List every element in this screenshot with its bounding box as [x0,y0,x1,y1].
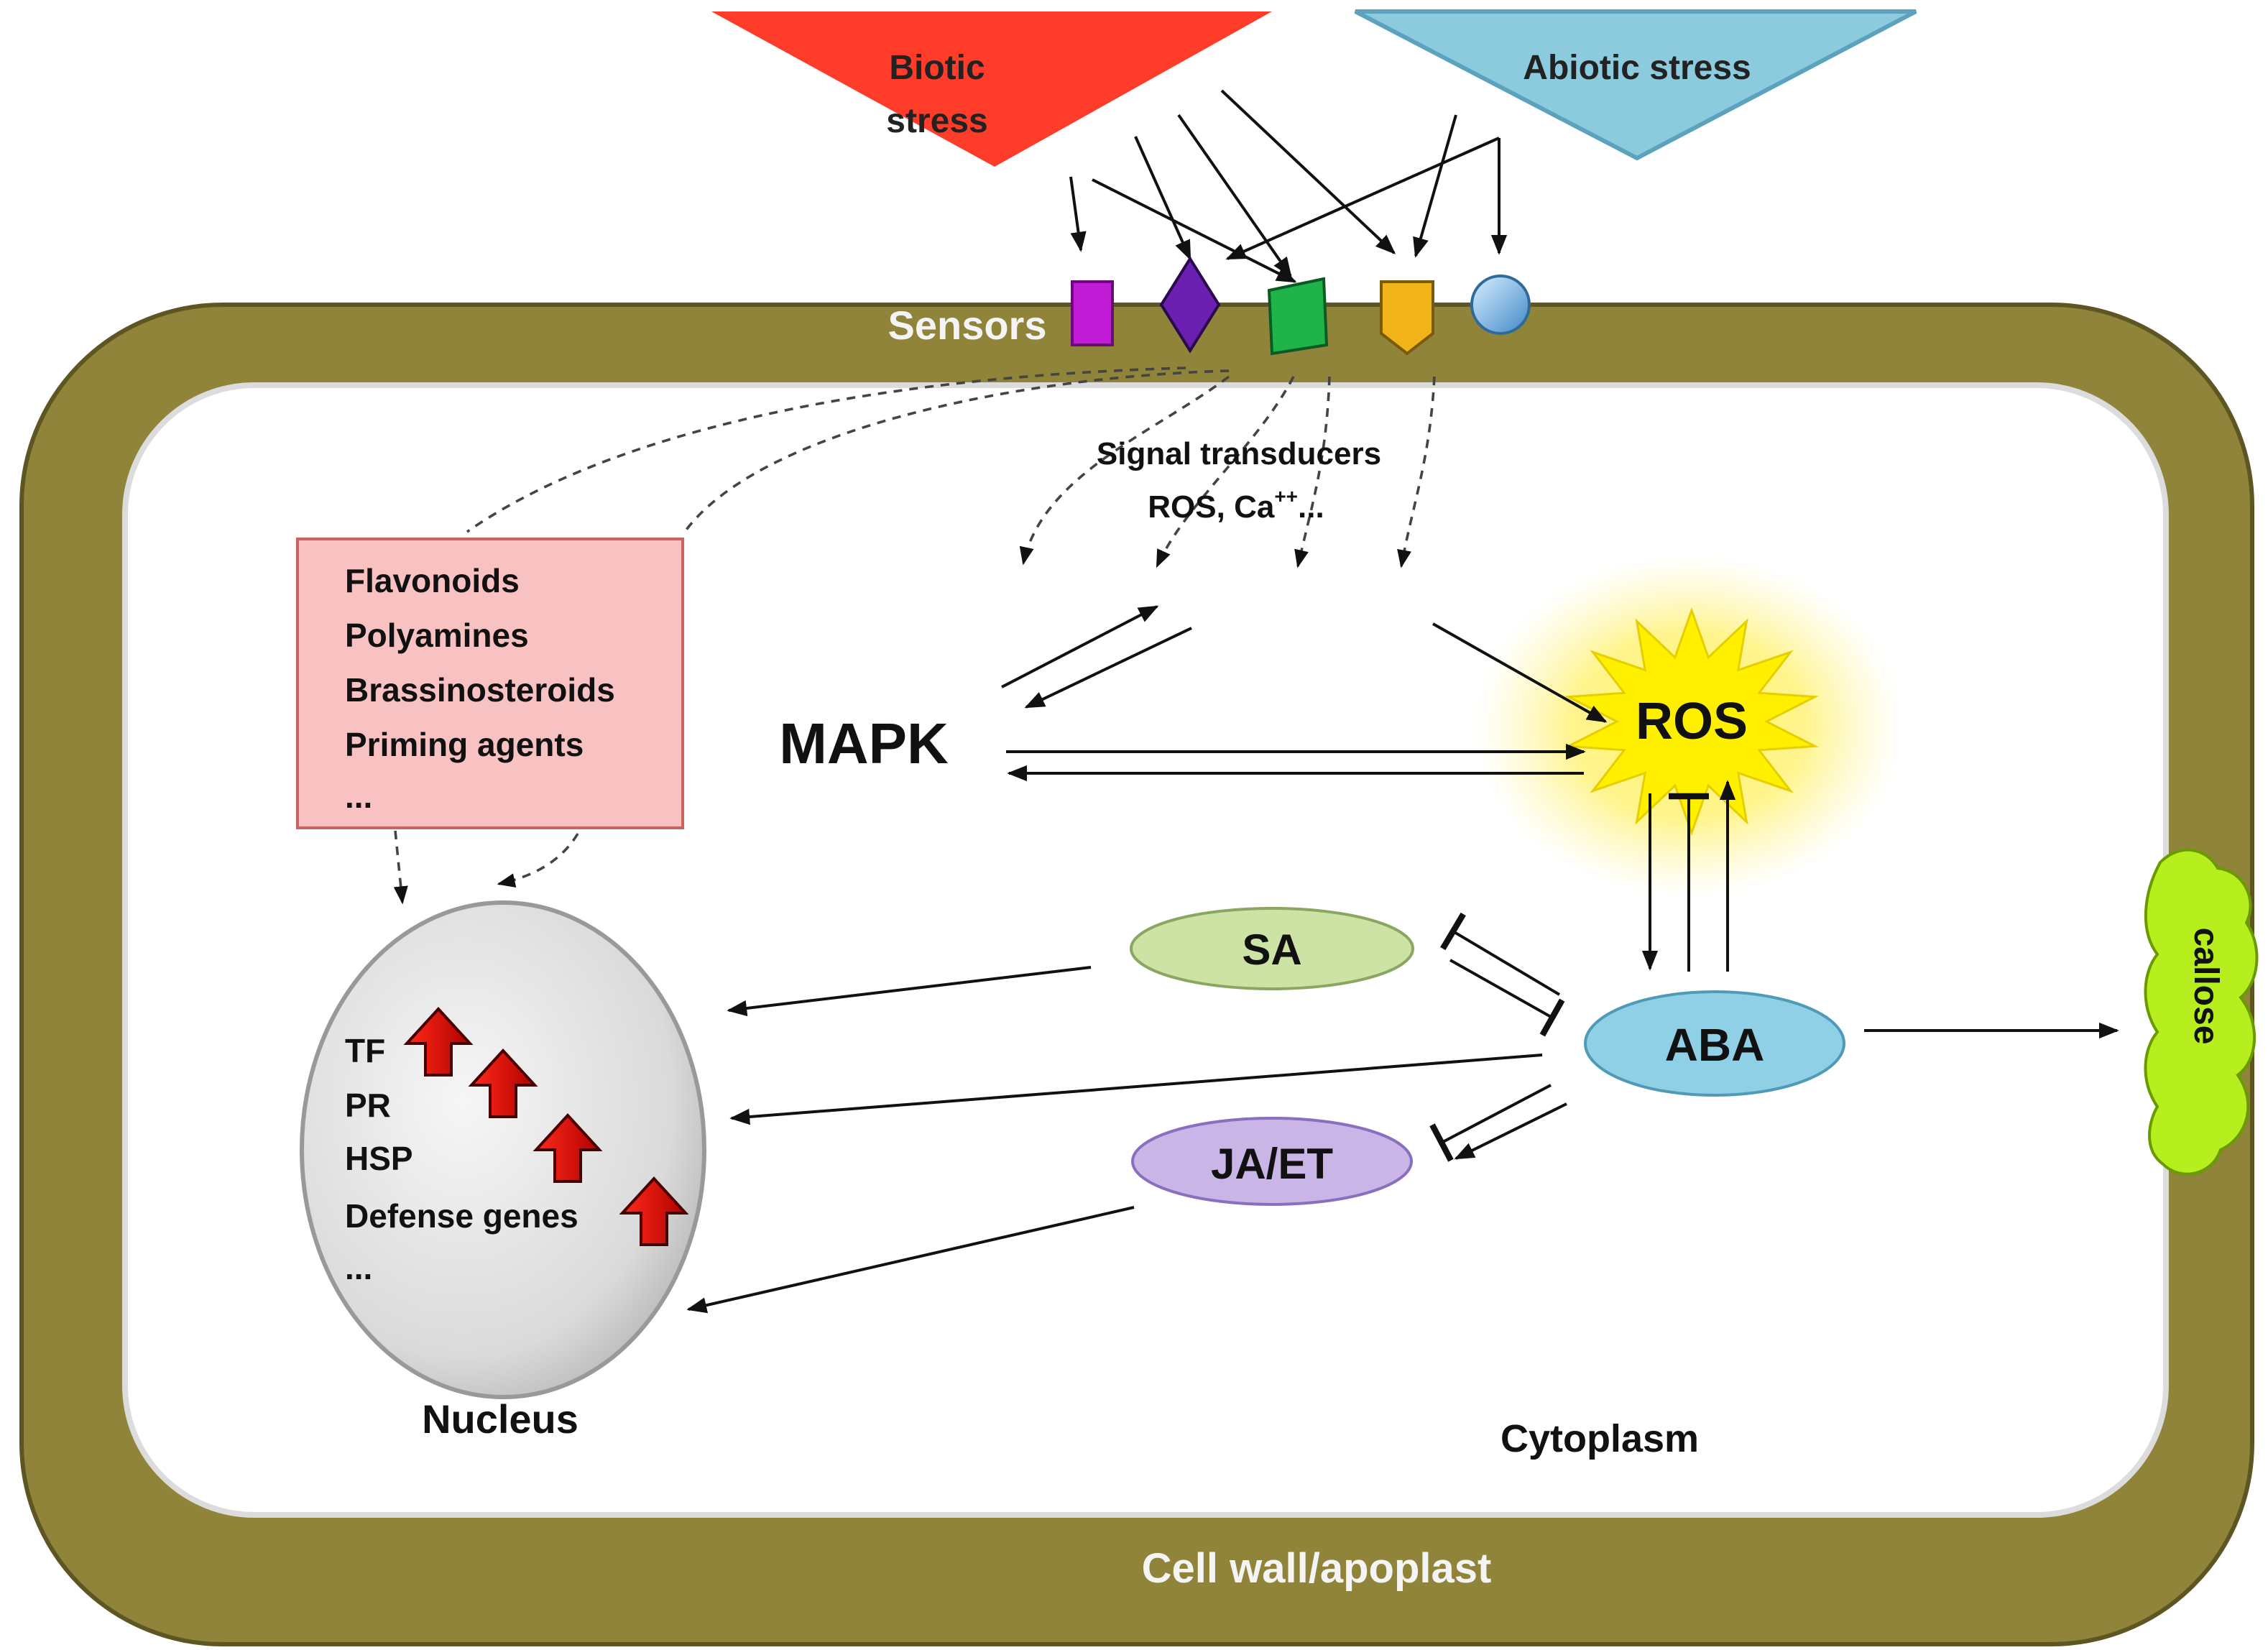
sa-ellipse: SA [1130,907,1414,990]
biotic-stress-label-line1: Biotic [889,49,985,87]
sensor-magenta [1071,280,1114,346]
signal-transducers-sublabel: ROS, Ca++... [1148,485,1324,525]
abiotic-stress-label: Abiotic stress [1523,49,1751,87]
sensor-green [1267,277,1329,356]
sensor-dashed-arrows [393,367,1436,905]
abiotic-stress-triangle: Abiotic stress [1354,9,1917,161]
upregulation-arrow-icon [619,1176,689,1246]
aba-label: ABA [1665,1019,1765,1071]
sensor-blue-sphere [1470,275,1531,335]
sa-label: SA [1242,926,1301,974]
sensors-label: Sensors [888,303,1047,348]
metabolites-box: Flavonoids Polyamines Brassinosteroids P… [296,538,684,829]
jaet-label: JA/ET [1211,1140,1333,1188]
metabolite-item: Flavonoids [345,562,520,599]
jaet-ellipse: JA/ET [1131,1117,1413,1206]
upregulation-arrow-icon [468,1048,538,1118]
gene-item: HSP [345,1140,413,1177]
gene-item: PR [345,1087,391,1124]
metabolite-item: Brassinosteroids [345,671,615,709]
biotic-stress-label-line2: stress [886,102,987,140]
gene-item: TF [345,1032,385,1069]
ros-burst: ROS [1473,553,1904,898]
cell-wall-label: Cell wall/apoplast [1142,1545,1492,1592]
mapk-label: MAPK [779,711,949,775]
metabolite-item: Priming agents [345,726,584,763]
stress-to-sensor-arrows [1069,89,1508,283]
sensor-yellow [1380,280,1434,356]
cytoplasm-label: Cytoplasm [1501,1417,1699,1460]
gene-item: ... [345,1249,372,1286]
signal-transducers-label: Signal transducers [1097,436,1381,471]
gene-item: Defense genes [345,1197,578,1235]
callose-deposit: callose [2144,848,2259,1176]
metabolite-item: Polyamines [345,617,529,654]
sensors [1071,256,1531,356]
aba-ellipse: ABA [1584,990,1845,1097]
sensor-purple-diamond [1159,256,1221,354]
signaling-arrows [686,605,2119,1314]
metabolite-item: ... [345,778,372,815]
ros-label: ROS [1636,693,1748,750]
biotic-stress-triangle: Biotic stress [711,11,1272,167]
upregulation-arrow-icon [403,1007,474,1077]
upregulation-arrow-icon [533,1113,603,1183]
callose-label: callose [2187,928,2225,1045]
nucleus-label: Nucleus [422,1396,578,1442]
nucleus: TF PR HSP Defense genes ... [300,900,706,1399]
